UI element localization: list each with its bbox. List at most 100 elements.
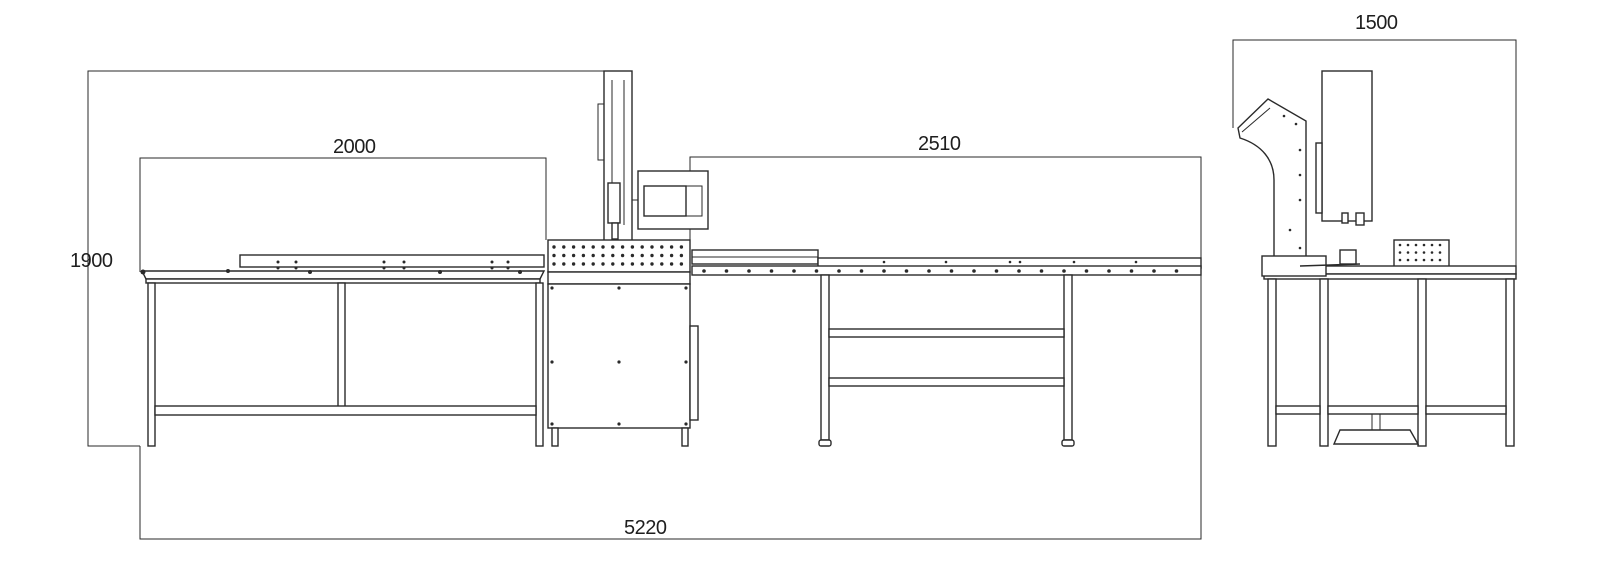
hole — [1039, 269, 1044, 273]
hole — [769, 269, 774, 273]
outfeed-table — [691, 249, 1202, 447]
hole — [1438, 251, 1442, 254]
saw-unit — [547, 70, 709, 447]
hole — [1298, 198, 1302, 202]
dim-label-total: 5220 — [624, 517, 667, 539]
hole — [679, 253, 684, 258]
dim-label-infeed: 2000 — [333, 136, 376, 158]
hole — [1438, 243, 1442, 247]
hole — [660, 245, 664, 249]
hole — [640, 262, 644, 266]
hole — [1398, 251, 1402, 254]
hole — [611, 245, 615, 249]
hole — [601, 253, 605, 258]
hole — [640, 245, 644, 249]
hole — [1129, 269, 1134, 273]
hole — [669, 245, 674, 249]
hole — [1414, 243, 1418, 247]
hole — [1398, 258, 1402, 262]
hole — [1282, 114, 1286, 118]
hole — [630, 253, 635, 258]
hole — [1298, 246, 1302, 250]
hole — [814, 269, 819, 273]
hole — [904, 269, 909, 273]
hole — [1406, 251, 1410, 254]
hole — [650, 253, 654, 258]
hole — [1414, 258, 1418, 262]
hole — [1414, 251, 1418, 254]
hole — [1430, 251, 1434, 254]
hole — [630, 245, 635, 249]
hole — [650, 262, 654, 266]
hole — [994, 269, 999, 273]
outfeed-rail-holes — [702, 260, 1179, 273]
hole — [1072, 260, 1076, 264]
hole — [792, 269, 796, 273]
dim-label-side: 1500 — [1355, 12, 1398, 34]
hole — [882, 260, 886, 264]
hole — [562, 262, 566, 266]
hole — [859, 269, 864, 273]
hole — [1406, 258, 1410, 262]
hole — [702, 269, 706, 273]
hole — [571, 245, 576, 249]
hole — [571, 253, 576, 258]
hole — [630, 262, 635, 266]
hole — [1422, 251, 1426, 254]
hole — [944, 260, 948, 264]
hole — [591, 253, 595, 258]
hole — [1422, 243, 1426, 247]
hole — [1018, 260, 1022, 264]
hole — [669, 253, 674, 258]
hole — [601, 262, 605, 266]
hole — [669, 262, 674, 266]
hole — [562, 245, 566, 249]
hole — [552, 245, 556, 249]
hole — [1107, 269, 1111, 273]
hole — [571, 262, 576, 266]
hole — [1294, 122, 1298, 126]
hole — [640, 253, 644, 258]
dim-line-infeed — [139, 157, 547, 272]
hole — [581, 262, 586, 266]
dimension-lines — [87, 39, 1517, 540]
hole — [581, 245, 586, 249]
hole — [552, 253, 556, 258]
hole — [650, 245, 654, 249]
hole — [1174, 269, 1179, 273]
hole — [1398, 243, 1402, 247]
hole — [611, 262, 615, 266]
hole — [620, 262, 625, 266]
hole — [660, 253, 664, 258]
hole — [562, 253, 566, 258]
hole — [620, 245, 625, 249]
hole — [1288, 228, 1292, 232]
hole — [1008, 260, 1012, 264]
hole — [591, 262, 595, 266]
side-view — [1237, 70, 1517, 447]
hole — [1438, 258, 1442, 262]
hole — [1152, 269, 1156, 273]
hole — [660, 262, 664, 266]
hole — [1298, 148, 1302, 152]
hole — [1422, 258, 1426, 262]
hole — [1017, 269, 1021, 273]
hole — [611, 253, 615, 258]
infeed-table — [140, 254, 546, 447]
hole — [601, 245, 605, 249]
hole — [1084, 269, 1089, 273]
hole — [620, 253, 625, 258]
hole — [1134, 260, 1138, 264]
hole — [1062, 269, 1066, 273]
hole — [679, 245, 684, 249]
hole — [747, 269, 751, 273]
hole — [1430, 243, 1434, 247]
hole — [882, 269, 886, 273]
hole — [927, 269, 931, 273]
side-panel-holes — [1282, 114, 1442, 262]
hole — [949, 269, 954, 273]
hole — [552, 262, 556, 266]
dim-line-side — [1232, 39, 1517, 273]
deck-perforations — [552, 245, 684, 266]
